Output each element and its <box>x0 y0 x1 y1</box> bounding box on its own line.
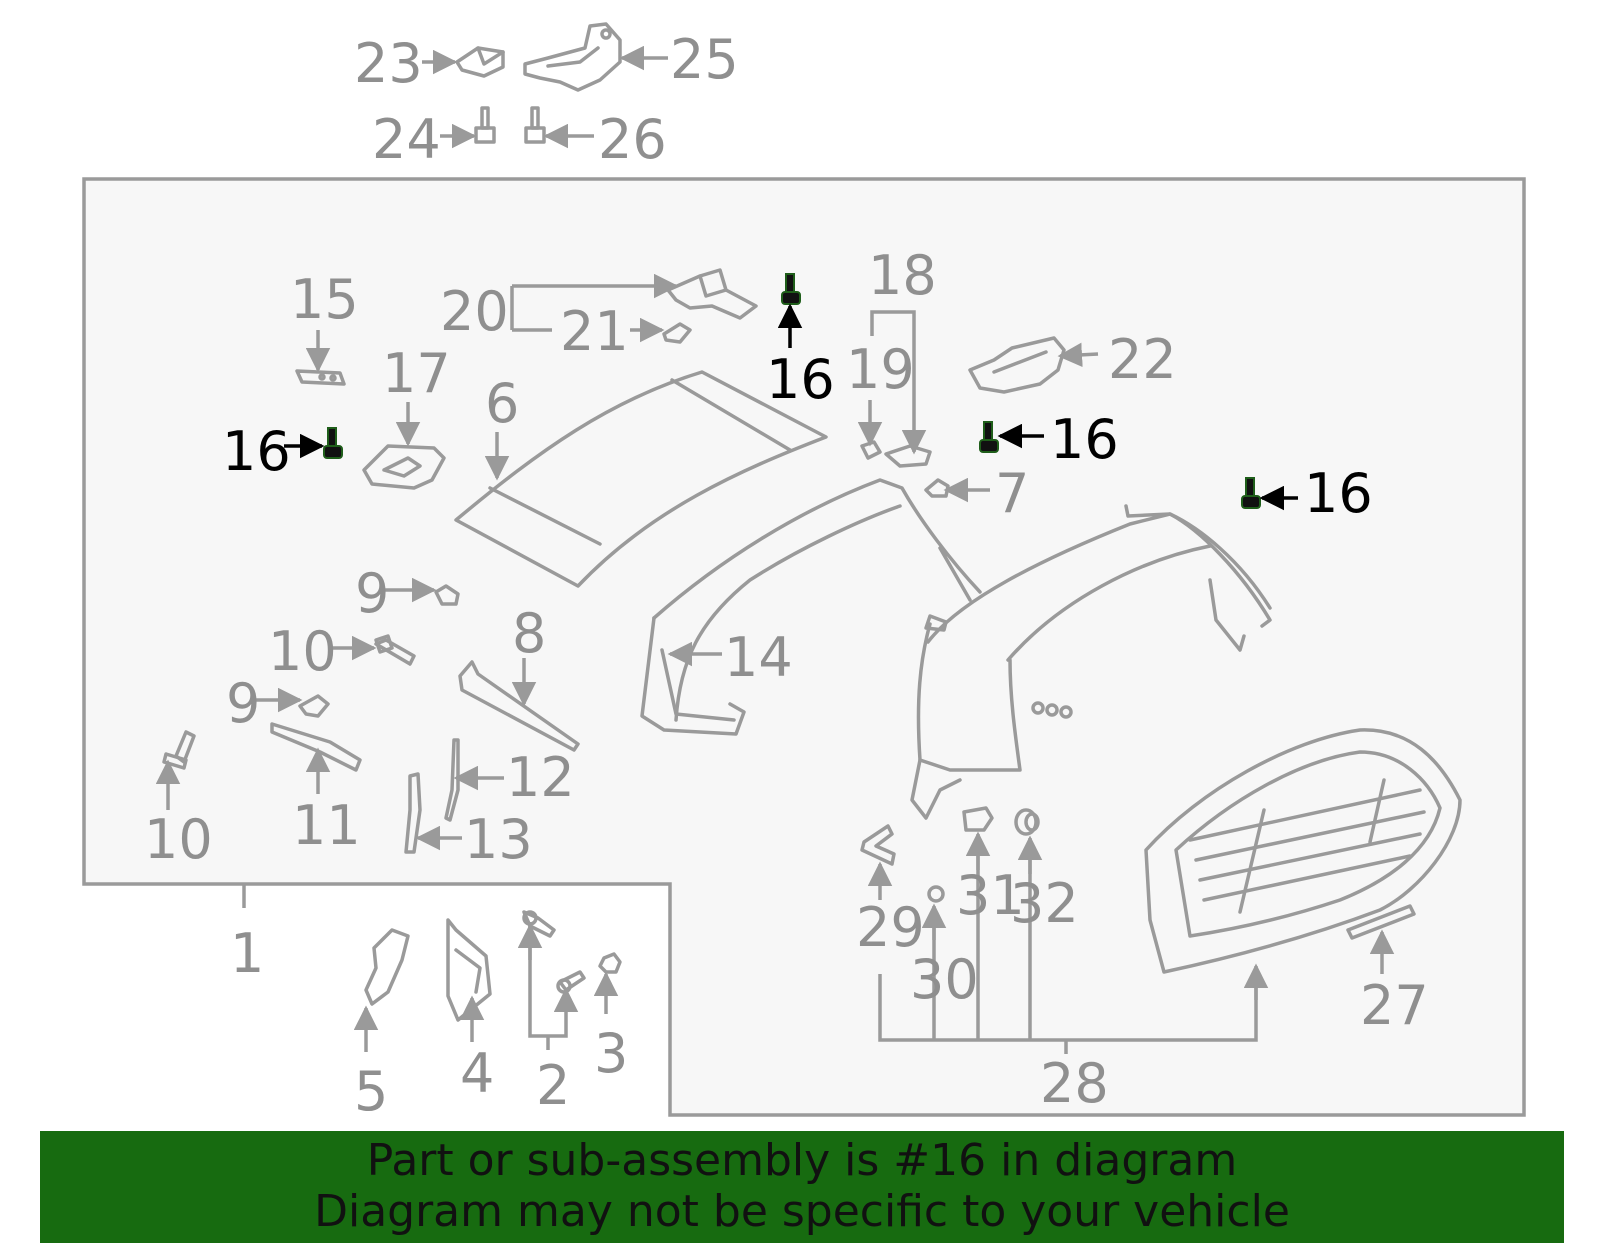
info-banner: Part or sub-assembly is #16 in diagram D… <box>40 1131 1564 1243</box>
part-23-bracket <box>455 46 505 78</box>
callout-28: 28 <box>1040 1052 1109 1115</box>
part-2-bolt-lower <box>556 970 586 994</box>
callout-27: 27 <box>1360 974 1429 1037</box>
callout-16-left: 16 <box>222 420 291 483</box>
part-10-pin <box>162 730 196 770</box>
part-29-clip <box>860 824 896 866</box>
part-4-bracket <box>446 918 492 1022</box>
part-16-bolt-top[interactable] <box>781 273 801 305</box>
leader-lines <box>155 45 1395 1054</box>
callout-9-lower: 9 <box>226 672 260 735</box>
callout-11: 11 <box>292 794 361 857</box>
callout-8: 8 <box>512 602 546 665</box>
part-28-top-assembly <box>910 504 1272 820</box>
callout-labels: 23 25 24 26 15 20 21 17 6 18 19 22 7 14 … <box>144 28 1429 1123</box>
part-32-grommet <box>1014 808 1040 836</box>
callout-3: 3 <box>594 1022 628 1085</box>
callout-32: 32 <box>1010 872 1079 935</box>
callout-25: 25 <box>670 28 739 91</box>
callout-13: 13 <box>464 808 533 871</box>
part-27-strip <box>1346 904 1416 940</box>
callout-10-lower: 10 <box>144 808 213 871</box>
part-5-bracket <box>364 928 410 1006</box>
part-12-molding <box>444 738 460 822</box>
part-24-bolt <box>474 106 496 144</box>
part-20-bracket <box>666 268 758 320</box>
callout-17: 17 <box>382 342 451 405</box>
callout-30: 30 <box>910 948 979 1011</box>
callout-4: 4 <box>460 1042 494 1105</box>
banner-line-part: Part or sub-assembly is #16 in diagram <box>366 1135 1238 1186</box>
part-14-frame <box>640 478 982 736</box>
part-8-weatherstrip <box>458 660 580 752</box>
callout-7: 7 <box>995 462 1029 525</box>
part-9-clip-lower <box>298 694 330 718</box>
part-17-bracket <box>362 444 446 490</box>
part-30-pin <box>927 885 945 903</box>
callout-21: 21 <box>560 300 629 363</box>
callout-23: 23 <box>354 32 423 95</box>
callout-26: 26 <box>598 108 667 171</box>
part-3-nut <box>598 952 622 974</box>
callout-15: 15 <box>290 268 359 331</box>
callout-22: 22 <box>1108 328 1177 391</box>
part-21-clip <box>662 322 692 344</box>
callout-14: 14 <box>724 626 793 689</box>
part-6-roof-panel <box>454 370 828 588</box>
callout-5: 5 <box>354 1060 388 1123</box>
callout-10-upper: 10 <box>268 620 337 683</box>
part-13-molding <box>404 772 422 854</box>
banner-line-disclaimer: Diagram may not be specific to your vehi… <box>314 1186 1290 1237</box>
callout-2: 2 <box>536 1054 570 1117</box>
callout-16-mid: 16 <box>1050 408 1119 471</box>
callout-12: 12 <box>506 746 575 809</box>
part-9-clip-upper <box>434 584 460 606</box>
part-28-rear-window <box>1144 728 1462 974</box>
callout-18: 18 <box>868 244 937 307</box>
callout-19: 19 <box>846 338 915 401</box>
part-26-bolt <box>524 106 546 144</box>
part-25-hinge-bracket <box>523 22 622 92</box>
callout-29: 29 <box>856 896 925 959</box>
callout-6: 6 <box>485 372 519 435</box>
callout-24: 24 <box>372 108 441 171</box>
assembly-frame <box>82 177 1526 1117</box>
callout-1: 1 <box>230 922 264 985</box>
part-11-weatherstrip <box>270 722 362 772</box>
part-10-bolt-upper <box>374 634 416 666</box>
callout-20: 20 <box>440 280 509 343</box>
callout-16-right: 16 <box>1304 462 1373 525</box>
callout-9-upper: 9 <box>355 562 389 625</box>
callout-31: 31 <box>956 864 1025 927</box>
part-31-block <box>962 806 994 832</box>
callout-16-top: 16 <box>766 348 835 411</box>
